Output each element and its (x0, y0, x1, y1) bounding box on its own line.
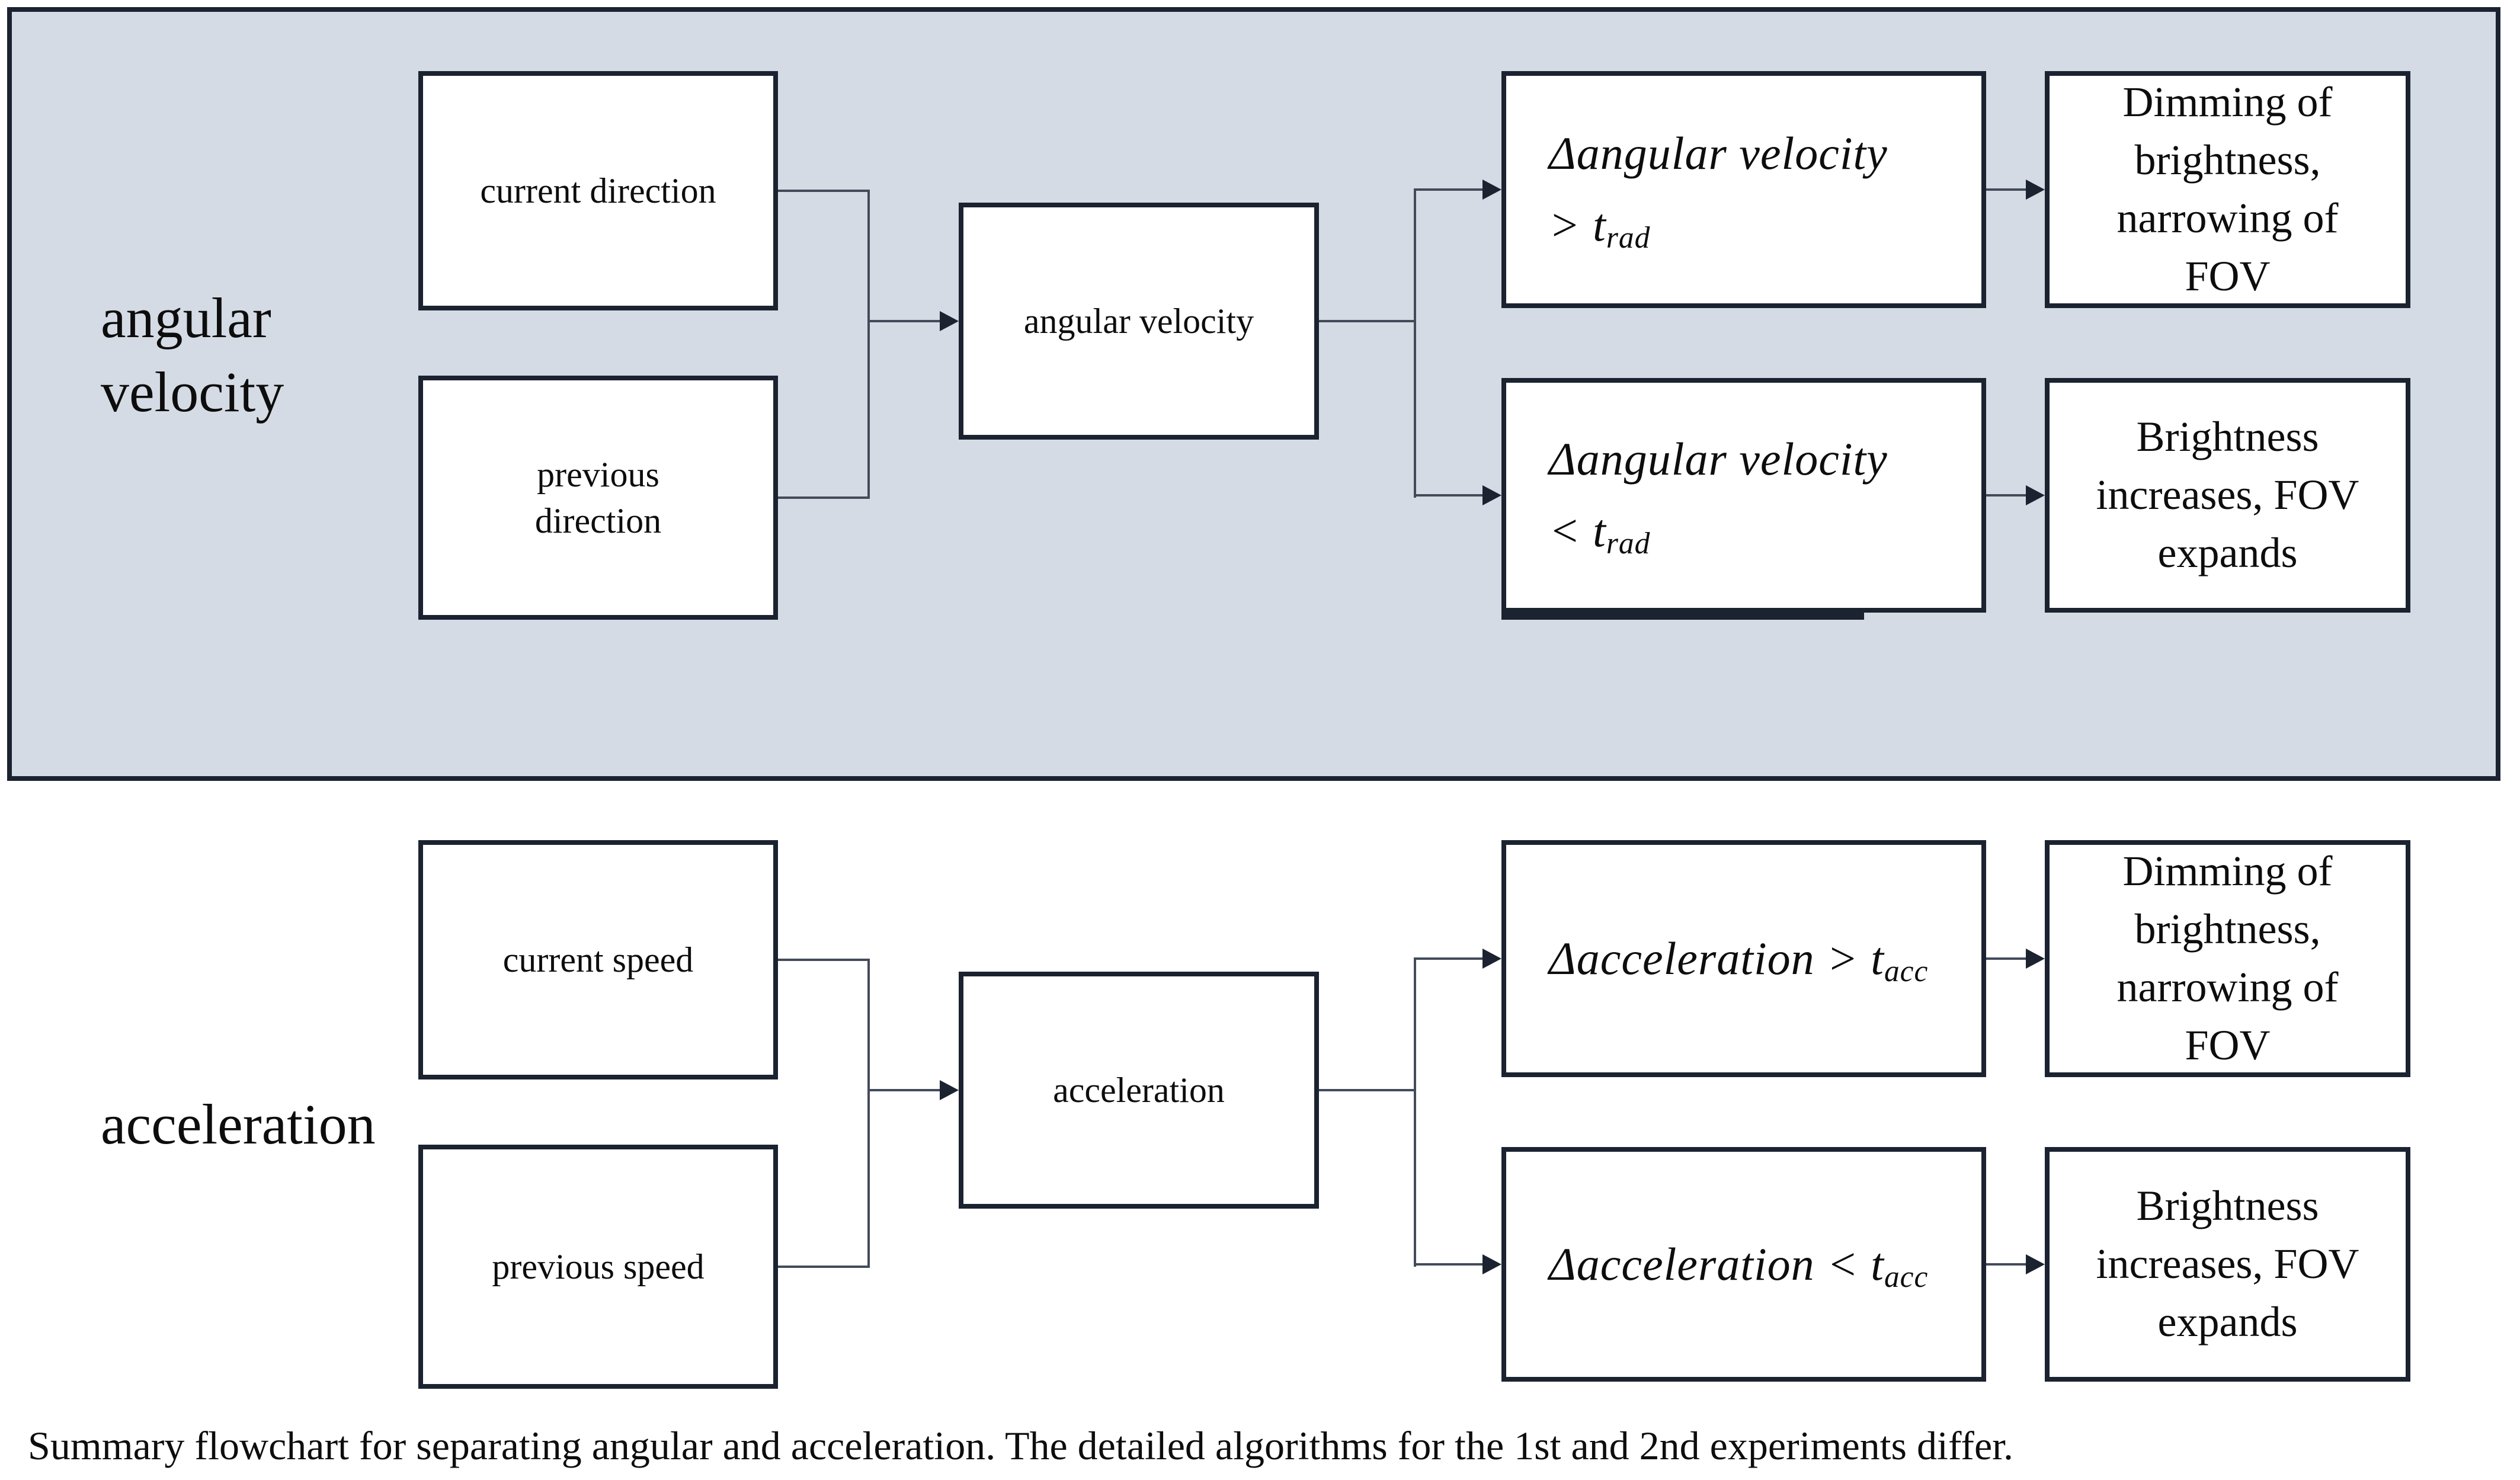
condition-main: < t (1549, 505, 1606, 556)
connector-line (1415, 494, 1485, 496)
condition-main: > t (1549, 199, 1606, 251)
connector-line (1415, 957, 1485, 960)
previous-speed-box: previous speed (418, 1145, 778, 1389)
arrowhead-icon (940, 1080, 959, 1100)
condition-angular-velocity-greater-box: Δangular velocity > trad (1501, 71, 1986, 308)
section-acceleration: acceleration current speed previous spee… (0, 769, 2520, 1480)
condition-acceleration-greater-box: Δacceleration > tacc (1501, 840, 1986, 1077)
condition-line: Δangular velocity (1549, 127, 1888, 180)
connector-line (1986, 494, 2026, 496)
connector-line (869, 1089, 943, 1091)
arrowhead-icon (2026, 949, 2045, 969)
outcome-line: FOV (2185, 252, 2271, 300)
condition-line: Δacceleration < tacc (1549, 1229, 1928, 1300)
arrowhead-icon (2026, 485, 2045, 505)
connector-line (1319, 1089, 1415, 1091)
acceleration-process-box: acceleration (959, 972, 1319, 1209)
condition-line: < trad (1549, 495, 1650, 567)
figure-caption: Summary flowchart for separating angular… (28, 1423, 2014, 1468)
condition-subscript: rad (1606, 221, 1651, 255)
condition-subscript: rad (1606, 527, 1651, 561)
section-label-line: angular (101, 286, 271, 350)
arrowhead-icon (1482, 1254, 1501, 1274)
box-shadow-line (1501, 610, 1864, 620)
condition-line: > trad (1549, 190, 1650, 261)
section-angular-velocity: angular velocity current direction previ… (101, 71, 2410, 620)
arrowhead-icon (2026, 180, 2045, 200)
outcome-line: narrowing of (2116, 963, 2339, 1011)
outcome-line: Brightness (2136, 1182, 2319, 1230)
current-direction-label: current direction (480, 171, 716, 210)
connector-line (778, 959, 869, 961)
connector-line (867, 959, 870, 1268)
outcome-line: increases, FOV (2096, 1240, 2359, 1288)
outcome-line: Brightness (2136, 413, 2319, 461)
condition-line: Δangular velocity (1549, 433, 1888, 485)
connector-line (867, 190, 870, 499)
connector-line (1986, 1263, 2026, 1266)
connector-line (778, 1266, 869, 1268)
acceleration-process-label: acceleration (1053, 1071, 1225, 1110)
connector-line (1319, 320, 1415, 322)
connector-line (778, 496, 869, 499)
outcome-line: FOV (2185, 1021, 2271, 1069)
outcome-line: expands (2157, 528, 2298, 576)
current-direction-box: current direction (418, 71, 778, 310)
outcome-brightness-box: Brightness increases, FOV expands (2045, 1147, 2410, 1382)
outcome-line: increases, FOV (2096, 471, 2359, 519)
current-speed-label: current speed (502, 940, 694, 979)
previous-direction-box: previous direction (418, 376, 778, 620)
angular-velocity-process-box: angular velocity (959, 203, 1319, 440)
connector-line (869, 320, 943, 322)
outcome-line: narrowing of (2116, 194, 2339, 242)
outcome-line: brightness, (2134, 136, 2321, 184)
connector-line (1415, 188, 1485, 191)
outcome-line: Dimming of (2122, 78, 2333, 126)
condition-acceleration-less-box: Δacceleration < tacc (1501, 1147, 1986, 1382)
connector-line (1986, 957, 2026, 960)
condition-angular-velocity-less-box: Δangular velocity < trad (1501, 378, 1986, 613)
connector-line (1415, 1263, 1485, 1266)
section-label-line: velocity (101, 360, 284, 424)
connector-line (1414, 957, 1416, 1267)
section-label-line: acceleration (101, 1092, 376, 1156)
condition-main: Δacceleration < t (1549, 1238, 1884, 1290)
condition-subscript: acc (1884, 954, 1929, 988)
current-speed-box: current speed (418, 840, 778, 1079)
section-label-angular-velocity: angular velocity (101, 267, 379, 444)
outcome-line: Dimming of (2122, 847, 2333, 895)
outcome-dimming-box: Dimming of brightness, narrowing of FOV (2045, 840, 2410, 1077)
condition-line: Δacceleration > tacc (1549, 923, 1928, 995)
arrowhead-icon (2026, 1254, 2045, 1274)
condition-subscript: acc (1884, 1260, 1929, 1294)
arrowhead-icon (1482, 485, 1501, 505)
connector-line (1986, 188, 2026, 191)
outcome-line: expands (2157, 1298, 2298, 1346)
connector-line (1414, 188, 1416, 498)
outcome-line: brightness, (2134, 905, 2321, 953)
section-label-acceleration: acceleration (101, 1036, 379, 1213)
outcome-dimming-box: Dimming of brightness, narrowing of FOV (2045, 71, 2410, 308)
arrowhead-icon (1482, 949, 1501, 969)
connector-line (778, 190, 869, 192)
outcome-brightness-box: Brightness increases, FOV expands (2045, 378, 2410, 613)
arrowhead-icon (1482, 180, 1501, 200)
previous-speed-label: previous speed (492, 1247, 705, 1286)
previous-direction-label: direction (534, 501, 662, 540)
arrowhead-icon (940, 311, 959, 331)
previous-direction-label: previous (537, 455, 659, 494)
angular-velocity-process-label: angular velocity (1023, 302, 1254, 341)
condition-main: Δacceleration > t (1549, 932, 1884, 984)
